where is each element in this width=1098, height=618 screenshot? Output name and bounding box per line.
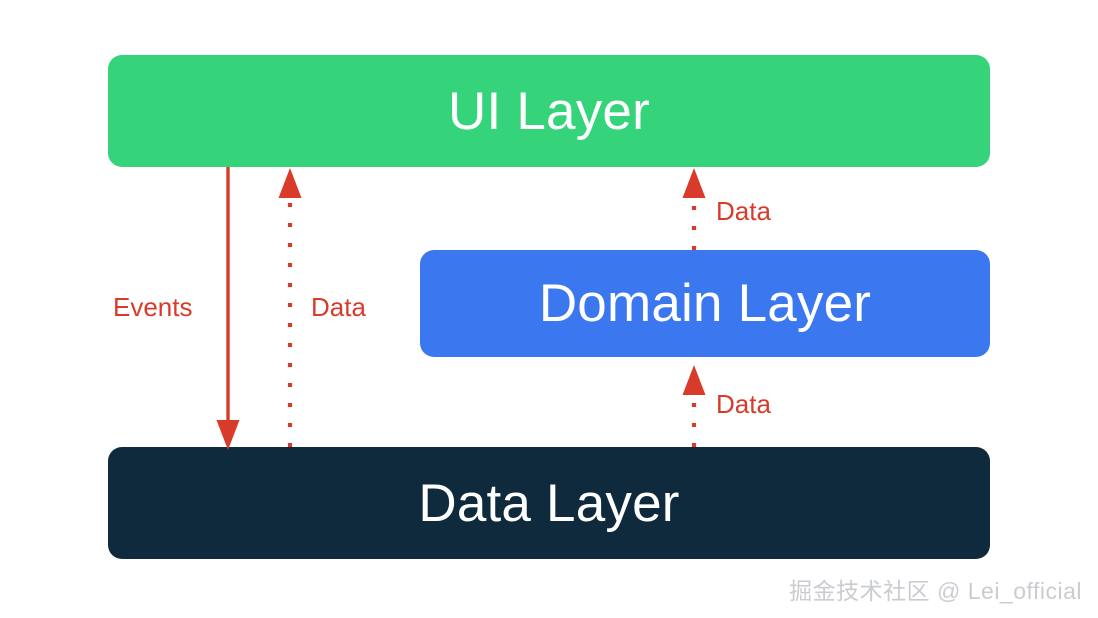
data-arrow-data-to-ui xyxy=(278,168,302,447)
edge-label-data-left: Data xyxy=(311,292,366,322)
ui-layer-label: UI Layer xyxy=(448,81,650,141)
domain-layer-label: Domain Layer xyxy=(538,274,872,333)
edge-label-events: Events xyxy=(113,292,193,322)
ui-layer-box[interactable]: UI Layer xyxy=(108,55,990,167)
events-arrow-head-down xyxy=(216,420,240,450)
domain-layer-box[interactable]: Domain Layer xyxy=(420,250,990,357)
edge-label-data-lower-right: Data xyxy=(716,389,771,419)
watermark-text: 掘金技术社区 @ Lei_official xyxy=(789,578,1082,604)
data-layer-label: Data Layer xyxy=(418,473,680,533)
data-arrow-lower-right-head-up xyxy=(682,365,706,395)
data-arrow-domain-to-ui xyxy=(682,168,706,250)
data-arrow-upper-right-head-up xyxy=(682,168,706,198)
data-arrow-data-to-domain xyxy=(682,365,706,447)
data-arrow-left-head-up xyxy=(278,168,302,198)
events-arrow-ui-to-data xyxy=(216,167,240,450)
data-layer-box[interactable]: Data Layer xyxy=(108,447,990,559)
edge-label-data-upper-right: Data xyxy=(716,196,771,226)
